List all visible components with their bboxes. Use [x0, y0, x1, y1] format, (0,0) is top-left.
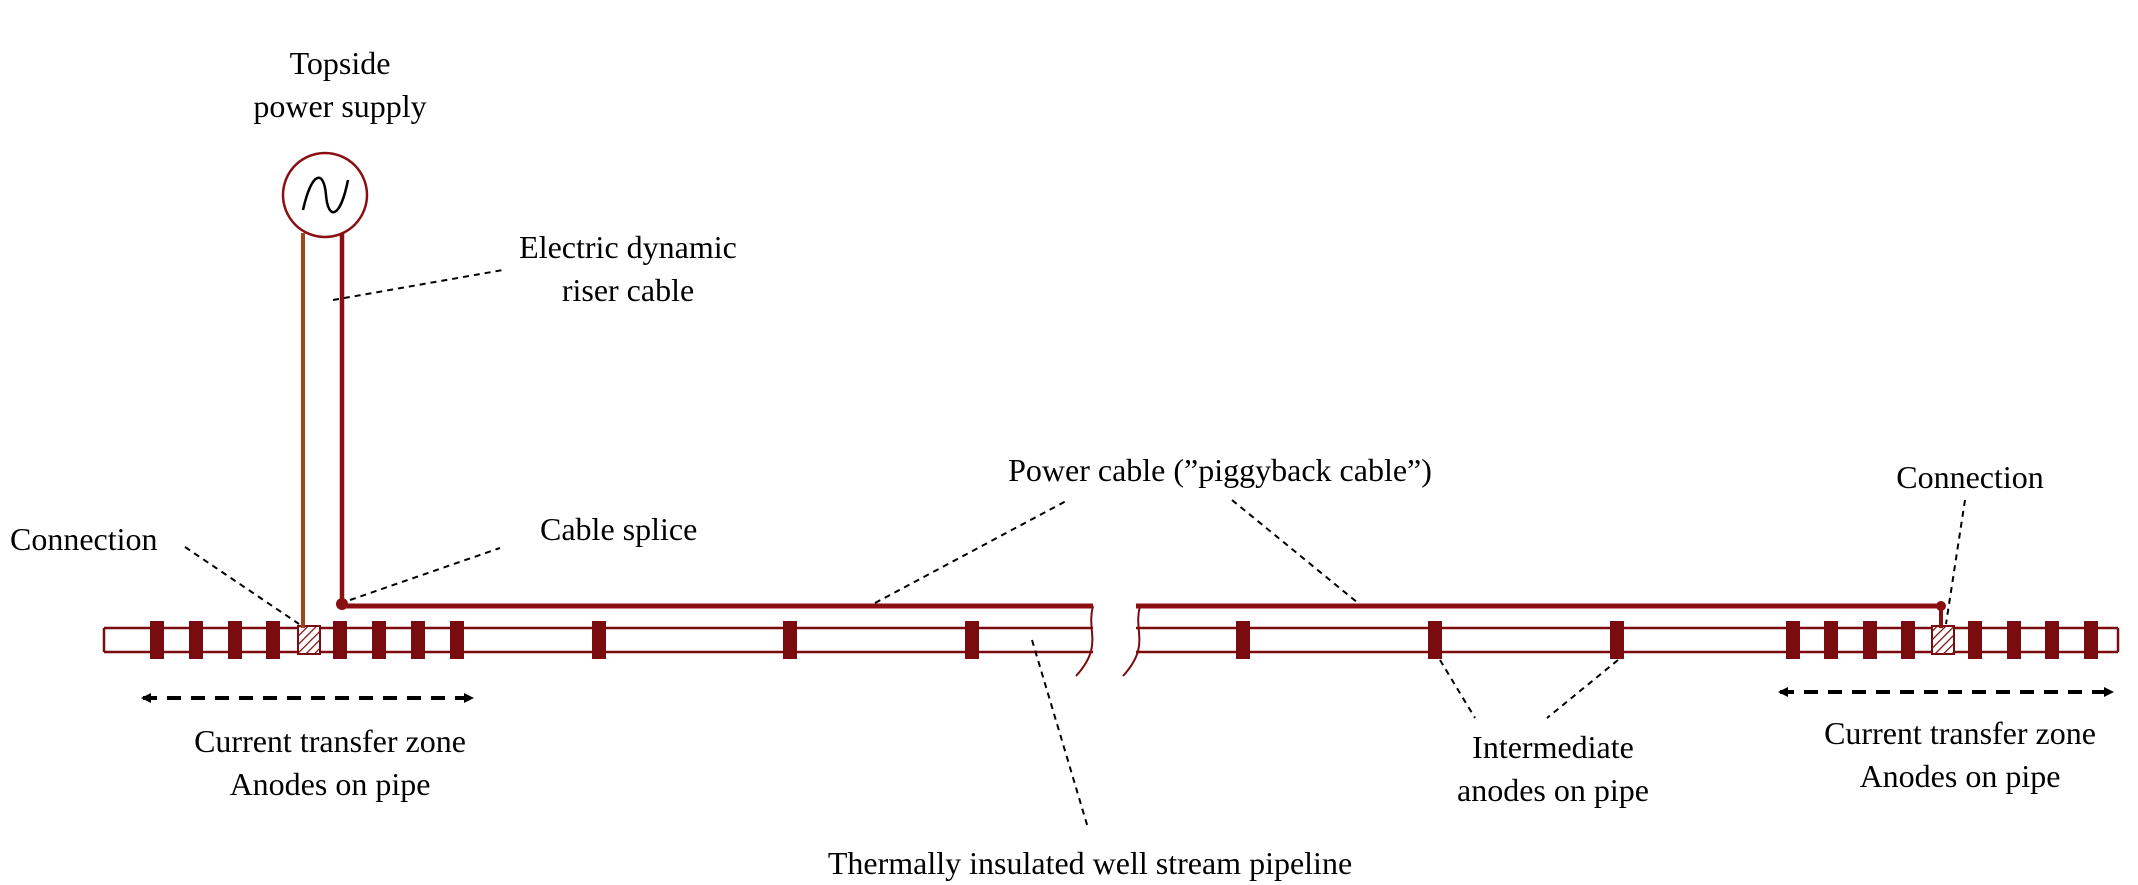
riser-label-line-2: riser cable — [561, 272, 695, 308]
intermediate-line-2: anodes on pipe — [1457, 772, 1649, 808]
anode — [372, 621, 386, 659]
riser-cable-label: Electric dynamic riser cable — [488, 226, 768, 312]
anode — [965, 621, 979, 659]
cable-splice-label: Cable splice — [540, 511, 698, 547]
anode — [1824, 621, 1838, 659]
anodes-intermediate — [592, 621, 1624, 659]
leader-connection-left — [184, 546, 300, 625]
leader-lines — [184, 269, 1966, 829]
zone-right-line-1: Current transfer zone — [1824, 715, 2096, 751]
hatched-connection-icon — [297, 625, 321, 655]
anode — [411, 621, 425, 659]
pipeline-label: Thermally insulated well stream pipeline — [827, 845, 1353, 881]
connection-dot-right — [1936, 601, 1946, 611]
topside-label-line-2: power supply — [253, 88, 427, 124]
topside-power-supply-label: Topside power supply — [225, 42, 455, 128]
anode — [1610, 621, 1624, 659]
anode — [2084, 621, 2098, 659]
leader-piggyback-right — [1231, 499, 1359, 604]
leader-connection-right — [1945, 499, 1966, 625]
riser-label-line-1: Electric dynamic — [519, 229, 737, 265]
anode — [189, 621, 203, 659]
leader-intermediate-right — [1546, 659, 1619, 719]
current-transfer-zone-label-right: Current transfer zone Anodes on pipe — [1790, 712, 2130, 798]
leader-splice — [349, 547, 501, 601]
leader-riser — [332, 269, 504, 301]
current-transfer-zone-label-left: Current transfer zone Anodes on pipe — [160, 720, 500, 806]
anode — [1863, 621, 1877, 659]
hatched-connection-icon — [1931, 625, 1955, 655]
topside-label-line-1: Topside — [289, 45, 391, 81]
anode — [2007, 621, 2021, 659]
zone-right-line-2: Anodes on pipe — [1859, 758, 2061, 794]
piggyback-cable-label: Power cable (”piggyback cable”) — [1008, 452, 1432, 488]
intermediate-line-1: Intermediate — [1472, 729, 1634, 765]
anode — [1236, 621, 1250, 659]
zone-left-line-2: Anodes on pipe — [229, 766, 431, 802]
intermediate-anodes-label: Intermediate anodes on pipe — [1408, 726, 1698, 812]
anode — [592, 621, 606, 659]
anode — [1786, 621, 1800, 659]
anode — [266, 621, 280, 659]
anodes-right-zone — [1786, 621, 2098, 659]
pipeline-break-marks — [1075, 605, 1141, 677]
anode — [1428, 621, 1442, 659]
anode — [1968, 621, 1982, 659]
anode — [150, 621, 164, 659]
anode — [450, 621, 464, 659]
anode — [228, 621, 242, 659]
connection-label-right: Connection — [1896, 459, 2044, 495]
anode — [333, 621, 347, 659]
leader-intermediate-left — [1439, 659, 1476, 719]
leader-piggyback-left — [874, 499, 1069, 604]
anodes-left-zone — [150, 621, 464, 659]
zone-left-line-1: Current transfer zone — [194, 723, 466, 759]
anode — [1901, 621, 1915, 659]
anode — [2045, 621, 2059, 659]
ac-source-icon — [281, 151, 369, 239]
anode — [783, 621, 797, 659]
connection-label-left: Connection — [10, 521, 158, 557]
leader-pipeline — [1031, 639, 1089, 829]
